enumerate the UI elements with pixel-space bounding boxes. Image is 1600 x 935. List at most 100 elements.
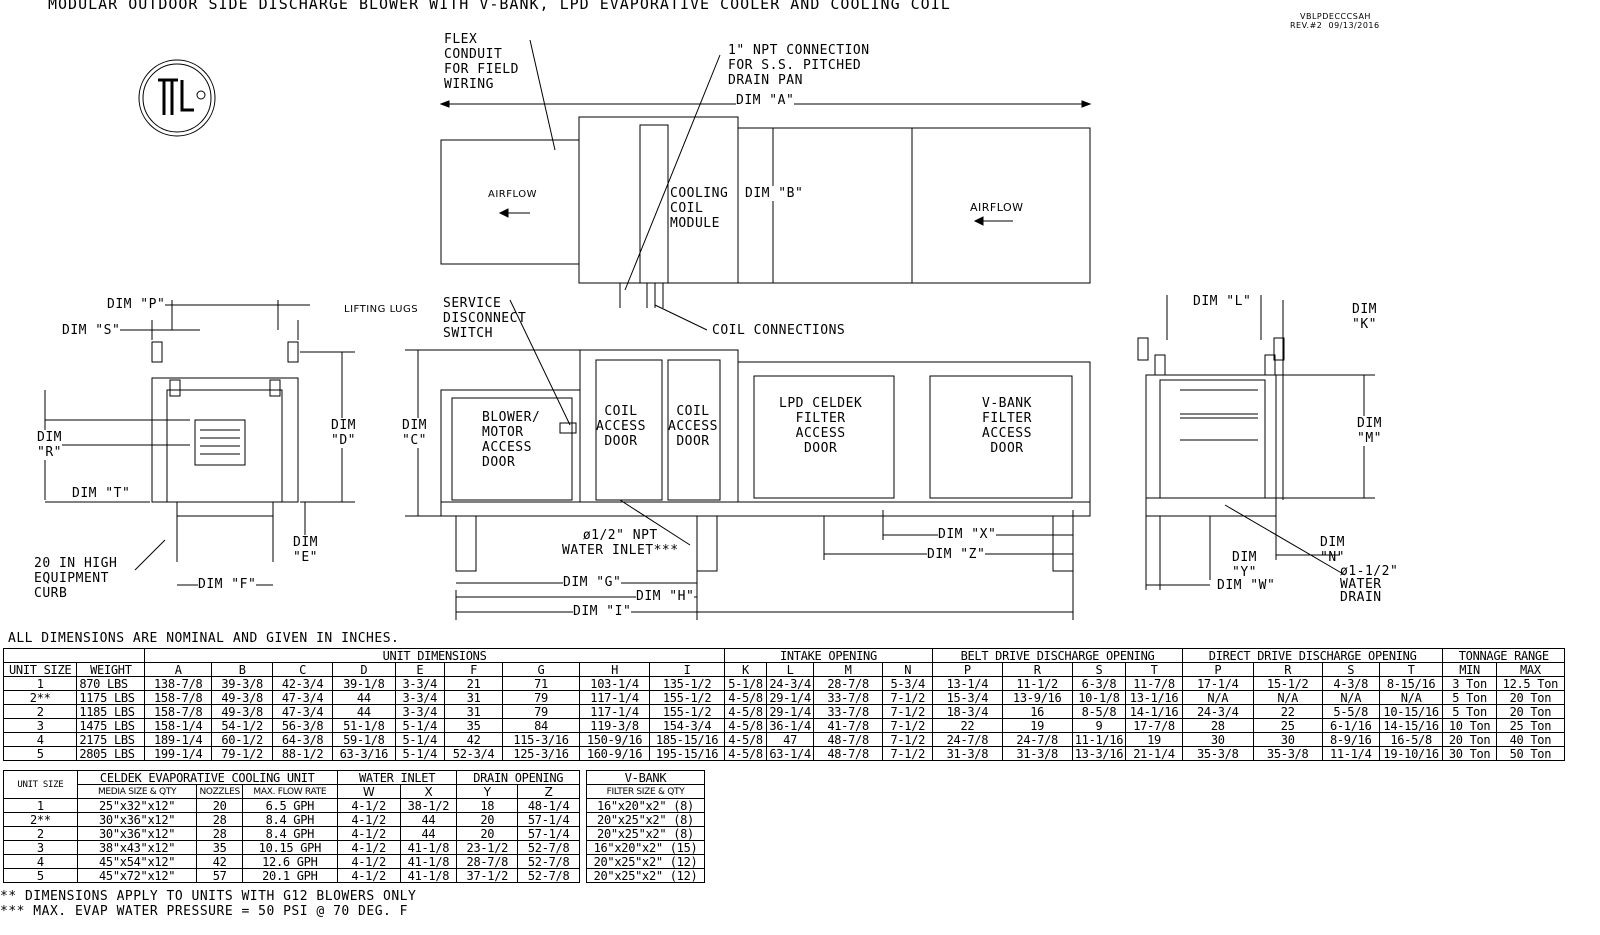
airflow-right: AIRFLOW [970, 201, 1024, 214]
table-cell: 4 [2, 732, 78, 747]
table-cell: 24-3/4 [766, 676, 814, 691]
column-header: I [649, 662, 725, 677]
table-cell: 37-1/2 [456, 868, 519, 883]
airflow-left: AIRFLOW [488, 189, 537, 200]
table-cell: 16"x20"x2" (8) [586, 798, 705, 813]
dim-n: DIM "N" [1320, 535, 1345, 565]
column-header: MIN [1442, 662, 1497, 677]
column-header: A [144, 662, 212, 677]
dim-s: DIM "S" [62, 323, 121, 338]
column-header: E [394, 662, 445, 677]
table-cell: 44 [399, 826, 458, 841]
table-cell: 16"x20"x2" (15) [586, 840, 705, 855]
table-cell: 28-7/8 [456, 854, 519, 869]
column-header: L [766, 662, 814, 677]
table-cell: 25"x32"x12" [76, 798, 198, 813]
table-cell: 33-7/8 [812, 690, 884, 705]
dim-h: DIM "H" [636, 589, 695, 604]
table-cell: 44 [399, 812, 458, 827]
column-header: W [336, 784, 401, 799]
table-cell: 12.5 Ton [1495, 676, 1566, 691]
table-cell: 185-15/16 [649, 732, 725, 747]
table-cell: 30 [1181, 732, 1254, 747]
table-cell: 5 [2, 746, 78, 761]
footnote-g12: ** DIMENSIONS APPLY TO UNITS WITH G12 BL… [0, 889, 417, 904]
table-cell: 22 [932, 718, 1003, 733]
table-cell: 4-1/2 [336, 854, 401, 869]
footnote-pressure: *** MAX. EVAP WATER PRESSURE = 50 PSI @ … [0, 904, 409, 919]
table-cell: 13-1/4 [932, 676, 1003, 691]
table-cell: N/A [1378, 690, 1444, 705]
table-cell: 71 [502, 676, 580, 691]
column-header: H [578, 662, 651, 677]
table-cell: 8-5/8 [1071, 704, 1127, 719]
note-nominal: ALL DIMENSIONS ARE NOMINAL AND GIVEN IN … [8, 631, 400, 646]
group-header: V-BANK [586, 770, 705, 785]
label-flex-conduit: FLEX CONDUIT FOR FIELD WIRING [444, 32, 519, 92]
table-cell: 20 [196, 798, 243, 813]
table-cell: 41-1/8 [399, 854, 458, 869]
table-cell: 4-1/2 [336, 798, 401, 813]
table-cell: 24-7/8 [932, 732, 1003, 747]
table-cell: 12.6 GPH [241, 854, 338, 869]
etl-listed-logo [138, 59, 216, 137]
table-cell: 88-1/2 [272, 746, 333, 761]
table-cell: 195-15/16 [649, 746, 725, 761]
table-cell: 3-3/4 [394, 676, 445, 691]
table-cell: 7-1/2 [882, 746, 934, 761]
label-service-disconnect: SERVICE DISCONNECT SWITCH [443, 296, 527, 341]
dim-a: DIM "A" [736, 93, 795, 108]
table-cell: 60-1/2 [210, 732, 274, 747]
column-header: FILTER SIZE & QTY [586, 784, 705, 799]
table-cell: 11-1/16 [1071, 732, 1127, 747]
table-cell: 7-1/2 [882, 704, 934, 719]
spacer [580, 771, 587, 883]
table-cell: 33-7/8 [812, 704, 884, 719]
table-cell: 11-1/2 [1001, 676, 1073, 691]
table-cell: 20 Ton [1442, 732, 1497, 747]
table-cell: 4-1/2 [336, 840, 401, 855]
table-cell: 49-3/8 [210, 690, 274, 705]
table-cell: 1475 LBS [76, 718, 146, 733]
table-cell: 17-1/4 [1181, 676, 1254, 691]
table-cell: N/A [1321, 690, 1380, 705]
table-cell: 79-1/2 [210, 746, 274, 761]
table-cell: 3 [2, 718, 78, 733]
table-cell: 24-3/4 [1181, 704, 1254, 719]
column-header: S [1321, 662, 1380, 677]
table-cell: 51-1/8 [331, 718, 396, 733]
table-cell: 4-3/8 [1321, 676, 1380, 691]
table-cell: 20 [456, 812, 519, 827]
table-cell: 14-1/16 [1125, 704, 1183, 719]
table-cell: 1 [3, 798, 78, 813]
dim-d: DIM "D" [331, 418, 356, 448]
table-cell: 29-1/4 [766, 690, 814, 705]
group-header [2, 648, 146, 663]
table-cell: 4-5/8 [723, 732, 768, 747]
table-cell: 42-3/4 [272, 676, 333, 691]
column-header: F [443, 662, 504, 677]
table-cell: 11-1/4 [1321, 746, 1380, 761]
dim-m: DIM "M" [1357, 416, 1382, 446]
table-cell: 44 [331, 704, 396, 719]
table-cell: 21 [443, 676, 504, 691]
table-cell: 28-7/8 [812, 676, 884, 691]
table-cell: 19-10/16 [1378, 746, 1444, 761]
table-cell: 57-1/4 [517, 826, 581, 841]
table-cell: 3-3/4 [394, 690, 445, 705]
table-cell: 18-3/4 [932, 704, 1003, 719]
table-cell: 189-1/4 [144, 732, 212, 747]
table-cell: 29-1/4 [766, 704, 814, 719]
table-cell: 1 [2, 676, 78, 691]
table-cell: 35-3/8 [1252, 746, 1323, 761]
table-cell: 30"x36"x12" [76, 812, 198, 827]
